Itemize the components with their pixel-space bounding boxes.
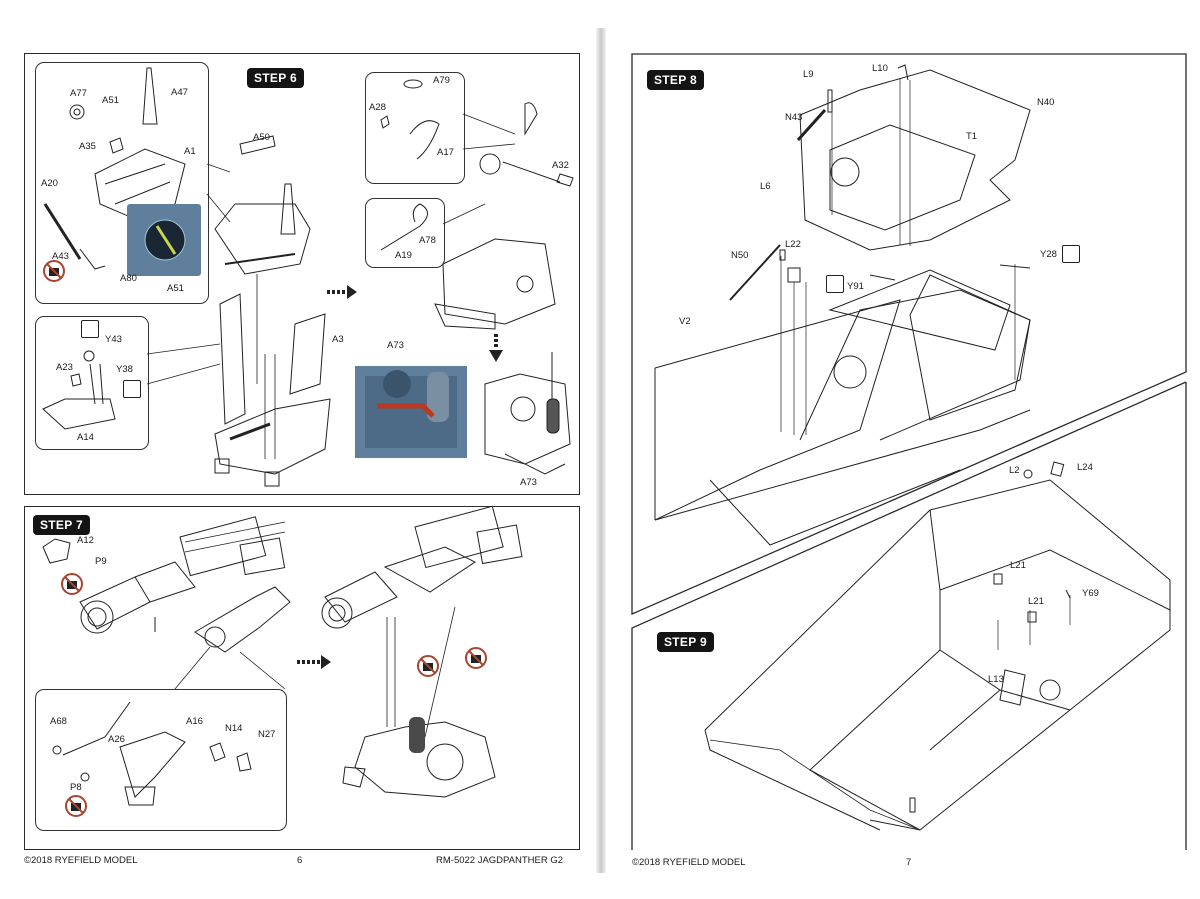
part-label: A32 bbox=[552, 160, 569, 171]
part-label: A12 bbox=[77, 535, 94, 546]
part-label: A17 bbox=[437, 147, 454, 158]
step6-inset-rod bbox=[365, 198, 445, 268]
part-label: P8 bbox=[70, 782, 82, 793]
part-label: A16 bbox=[186, 716, 203, 727]
part-label: V2 bbox=[679, 316, 691, 327]
part-label: Y38 bbox=[116, 364, 133, 375]
no-glue-icon bbox=[465, 647, 487, 669]
step8-badge: STEP 8 bbox=[647, 70, 704, 90]
part-label: N50 bbox=[731, 250, 749, 261]
no-glue-icon bbox=[417, 655, 439, 677]
part-label: A23 bbox=[56, 362, 73, 373]
part-label: N43 bbox=[785, 112, 803, 123]
part-label: A47 bbox=[171, 87, 188, 98]
part-label: L9 bbox=[803, 69, 814, 80]
part-label: A19 bbox=[395, 250, 412, 261]
part-label: Y28 bbox=[1040, 249, 1057, 260]
no-glue-icon bbox=[65, 795, 87, 817]
no-glue-icon bbox=[43, 260, 65, 282]
part-label: A68 bbox=[50, 716, 67, 727]
step7-frame: STEP 7 bbox=[24, 505, 580, 850]
bend-part-icon bbox=[81, 320, 99, 338]
part-label: A14 bbox=[77, 432, 94, 443]
part-label: L22 bbox=[785, 239, 801, 250]
bend-part-icon bbox=[1062, 245, 1080, 263]
footer-copyright: ©2018 RYEFIELD MODEL bbox=[632, 857, 746, 868]
step7-badge: STEP 7 bbox=[33, 515, 90, 535]
part-label: T1 bbox=[966, 131, 978, 142]
part-label: Y91 bbox=[847, 281, 864, 292]
part-label: A51 bbox=[102, 95, 119, 106]
part-label: A79 bbox=[433, 75, 450, 86]
part-label: A78 bbox=[419, 235, 436, 246]
step6-badge: STEP 6 bbox=[247, 68, 304, 88]
footer-product: RM-5022 JAGDPANTHER G2 bbox=[436, 855, 564, 866]
footer-page-number: 6 bbox=[297, 855, 303, 866]
part-label: N27 bbox=[258, 729, 276, 740]
part-label: A51 bbox=[167, 283, 184, 294]
part-label: A73 bbox=[520, 477, 537, 488]
part-label: A77 bbox=[70, 88, 87, 99]
no-glue-icon bbox=[61, 573, 83, 595]
part-label: N40 bbox=[1037, 97, 1055, 108]
right-page-frame bbox=[631, 53, 1187, 850]
part-label: A35 bbox=[79, 141, 96, 152]
footer-copyright: ©2018 RYEFIELD MODEL bbox=[24, 855, 138, 866]
book-spine bbox=[596, 28, 606, 873]
part-label: A50 bbox=[253, 132, 270, 143]
part-label: A73 bbox=[387, 340, 404, 351]
part-label: Y43 bbox=[105, 334, 122, 345]
part-label: Y69 bbox=[1082, 588, 1099, 599]
bend-part-icon bbox=[826, 275, 844, 293]
footer-page-number: 7 bbox=[906, 857, 912, 868]
part-label: A3 bbox=[332, 334, 344, 345]
step6-drawing bbox=[42, 67, 574, 487]
part-label: A1 bbox=[184, 146, 196, 157]
part-label: A80 bbox=[120, 273, 137, 284]
part-label: L2 bbox=[1009, 465, 1020, 476]
part-label: P9 bbox=[95, 556, 107, 567]
part-label: L13 bbox=[988, 674, 1004, 685]
step9-badge: STEP 9 bbox=[657, 632, 714, 652]
step7-drawing bbox=[42, 505, 523, 806]
bend-part-icon bbox=[123, 380, 141, 398]
part-label: A26 bbox=[108, 734, 125, 745]
part-label: L21 bbox=[1028, 596, 1044, 607]
part-label: A43 bbox=[52, 251, 69, 262]
part-label: A28 bbox=[369, 102, 386, 113]
step6-frame: STEP 6 bbox=[24, 53, 580, 495]
part-label: L21 bbox=[1010, 560, 1026, 571]
part-label: N14 bbox=[225, 723, 243, 734]
part-label: L10 bbox=[872, 63, 888, 74]
part-label: L6 bbox=[760, 181, 771, 192]
part-label: L24 bbox=[1077, 462, 1093, 473]
part-label: A20 bbox=[41, 178, 58, 189]
